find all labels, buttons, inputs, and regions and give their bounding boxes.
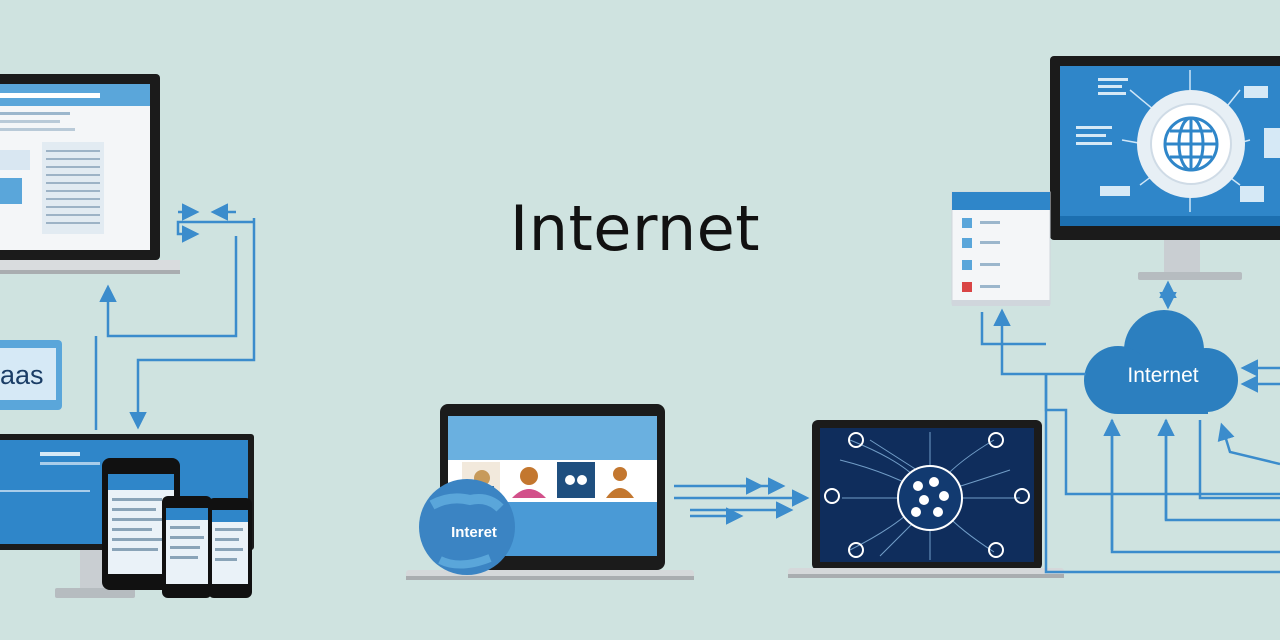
globe-label: Interet: [451, 524, 497, 541]
globe-icon: [419, 479, 515, 575]
app-panel: [951, 191, 1051, 306]
globe-icon: [1163, 116, 1219, 172]
cloud-icon: [1084, 310, 1238, 414]
right-connector-lines: [980, 280, 1280, 574]
bottom-left-devices: [0, 434, 254, 598]
diagram-title: Internet: [509, 192, 761, 265]
left-connector-lines: [94, 203, 256, 430]
saas-label: aas: [0, 360, 44, 390]
top-right-monitor: [1050, 56, 1280, 280]
cloud-label: Internet: [1127, 364, 1199, 387]
network-hub-laptop: [788, 420, 1064, 578]
center-arrows: [674, 477, 810, 525]
top-left-monitor: [0, 74, 180, 274]
